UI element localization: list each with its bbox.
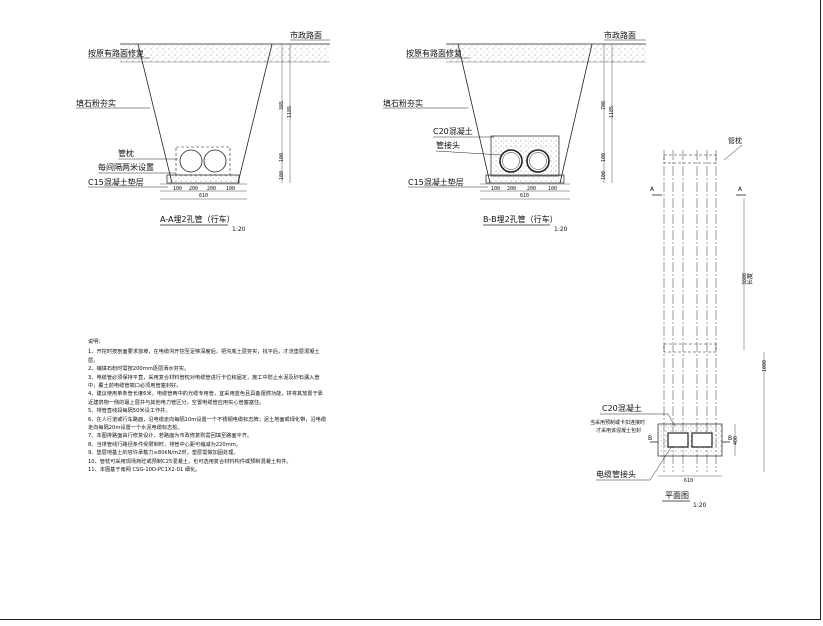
note-item: 1、开挖时按剖面要求放坡，在电缆沟开挖至足够深度后，把沟底土层夯实，找平后，才浇… (88, 349, 320, 364)
dim-b-v1: 700 (601, 101, 607, 110)
dim-a-b1: 100 (173, 186, 182, 192)
mark-b-left: B (648, 435, 652, 442)
notes-title: 说明： (88, 339, 104, 345)
dim-plan-mid: 长度 (746, 273, 754, 285)
dim-a-b4: 100 (226, 186, 235, 192)
dim-b-v2: 1185 (609, 106, 615, 118)
trench-wall-right-a (237, 43, 273, 184)
duct-support-a (175, 146, 231, 176)
dim-b-b3: 200 (527, 186, 536, 192)
label-fill-b: 填石粉夯实 (383, 98, 423, 108)
dim-a-b3: 200 (207, 186, 216, 192)
duct-circle-b2 (526, 149, 550, 173)
dim-a-v4: 100 (279, 171, 285, 180)
label-joint-b: 管接头 (436, 140, 460, 150)
dim-b-v4: 100 (601, 171, 607, 180)
label-road-a: 市政路面 (290, 30, 322, 40)
mark-a-right: A (738, 186, 743, 193)
plan-duct-support-mid (663, 343, 717, 353)
dim-a-v1: 385 (279, 101, 285, 110)
dim-plan-w2: 610 (684, 478, 693, 484)
trench-wall-left-a (137, 43, 173, 184)
dim-a-v3: 100 (279, 153, 285, 162)
dim-b-b4: 100 (548, 186, 557, 192)
dim-a-b2: 200 (189, 186, 198, 192)
label-restore-b: 按原有路面修复 (406, 48, 462, 58)
plan-view: 管枕 A A 3800 长度 1000 B B 400 610 C20混凝土 当… (590, 136, 768, 509)
note-item: 11、本图基于南网 CSG-10D-PC1X2-01 细化。 (88, 467, 201, 474)
label-plan-joint: 电缆管接头 (596, 469, 636, 479)
note-item: 10、管枕可采用现场商砼或预制C25混凝土，也可选用复合材料构件或预制混凝土构件… (88, 458, 292, 465)
label-plan-note1: 当采用预制或卡扣连接时 (590, 419, 645, 426)
label-base-a: C15混凝土垫层 (88, 177, 144, 187)
scale-plan: 1:20 (693, 502, 707, 509)
label-fill-a: 填石粉夯实 (76, 98, 116, 108)
label-restore-a: 按原有路面修复 (88, 48, 144, 58)
label-concrete-b: C20混凝土 (433, 126, 473, 136)
dim-b-total: 610 (520, 193, 529, 199)
note-item: 7、本图排路面由行修复设计，若路面为市政修复则需回填至路面平齐。 (88, 433, 253, 440)
label-plan-concrete: C20混凝土 (602, 403, 642, 413)
note-item: 9、垫层地基土的容许承载力≤80kN/m2时，垫层需做加固处理。 (88, 450, 239, 457)
dim-a-total: 610 (199, 193, 208, 199)
section-a: 100 200 200 100 610 385 1185 100 100 市政路… (76, 30, 330, 233)
notes-block: 说明： 1、开挖时按剖面要求放坡，在电缆沟开挖至足够深度后，把沟底土层夯实，找平… (88, 338, 328, 475)
plan-joint-2 (691, 432, 713, 448)
pavement-b (446, 44, 646, 62)
label-spacer-a: 每间隔两米设置 (98, 162, 154, 172)
mark-b-right: B (728, 435, 732, 442)
label-plan-duct: 管枕 (728, 136, 742, 145)
trench-wall-left-b (457, 43, 491, 184)
dim-b-b1: 100 (491, 186, 500, 192)
label-road-b: 市政路面 (604, 30, 636, 40)
trench-wall-right-b (559, 43, 593, 184)
scale-section-a: 1:20 (232, 226, 246, 233)
duct-circle-a2 (203, 149, 227, 173)
notes-list: 1、开挖时按剖面要求放坡，在电缆沟开挖至足够深度后，把沟底土层夯实，找平后，才浇… (88, 348, 328, 474)
note-item: 4、建议使用单条管长度6米，电缆管两中的光缆专用管，宜采用蓝色且具备阻燃功能，拼… (88, 391, 323, 406)
plan-duct-support-top (663, 154, 717, 164)
duct-circle-a1 (179, 149, 203, 173)
dim-plan-side: 1000 (762, 360, 768, 372)
title-section-a: A-A埋2孔管（行车） (160, 214, 235, 224)
section-b: 100 200 200 100 610 700 1185 100 100 市政路… (383, 30, 646, 233)
dim-plan-w1: 400 (733, 436, 739, 445)
pavement-a (120, 44, 330, 62)
note-item: 6、在人行道或行车路面，沿电缆走向每隔10m设置一个不锈钢电缆标志牌；泥土地面或… (88, 416, 327, 432)
dim-plan-len: 3800 (742, 273, 748, 285)
note-item: 8、当排管线行路径条件受限制时，排管中心距可缩减为220mm。 (88, 441, 241, 448)
c15-base-a (166, 174, 240, 184)
label-duct-a: 管枕 (118, 148, 134, 158)
label-base-b: C15混凝土垫层 (408, 177, 464, 187)
scale-section-b: 1:20 (554, 226, 568, 233)
title-section-b: B-B埋2孔管（行车） (483, 214, 558, 224)
title-plan: 平面图 (665, 491, 689, 500)
note-item: 2、铺填石粉时需按200mm逐层洒水夯实。 (88, 366, 190, 373)
note-item: 5、排管直线段每隔50米设工作井。 (88, 408, 171, 415)
duct-circle-b1 (499, 149, 523, 173)
note-item: 3、电缆管必须保持平直，采用复合材料管枕对电缆管进行卡位和固定，施工中防止水泥及… (88, 374, 320, 390)
label-plan-note2: 才采用该混凝土包封 (596, 427, 641, 434)
dim-b-b2: 200 (507, 186, 516, 192)
dim-a-v2: 1185 (287, 106, 293, 118)
plan-joint-1 (667, 432, 689, 448)
mark-a-left: A (650, 186, 655, 193)
dim-b-v3: 100 (601, 153, 607, 162)
